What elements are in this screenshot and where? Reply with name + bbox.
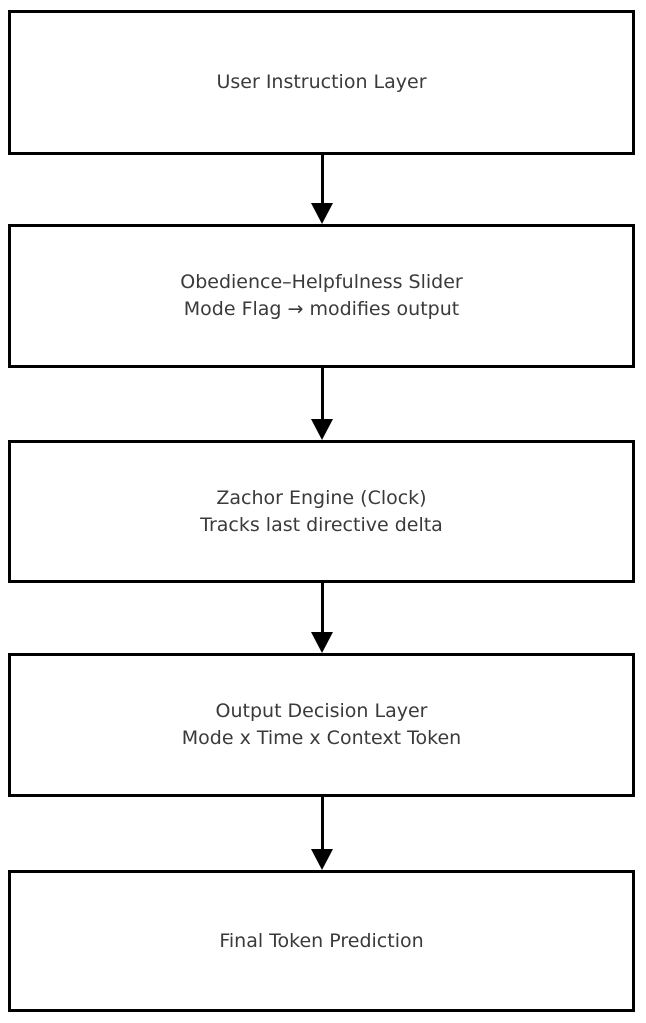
arrow-shaft [320, 368, 324, 419]
arrow-head [311, 632, 333, 653]
flow-arrow-down-icon [311, 155, 333, 224]
node-title: Final Token Prediction [219, 929, 424, 952]
flow-arrow-down-icon [311, 368, 333, 440]
arrow-head [311, 419, 333, 440]
node-title: Zachor Engine (Clock) [216, 486, 427, 509]
node-title: User Instruction Layer [216, 71, 427, 93]
node-subtitle: Tracks last directive delta [200, 513, 443, 536]
arrow-head [311, 203, 333, 224]
node-title: Obedience–Helpfulness Slider [180, 271, 463, 293]
node-final-token-prediction: Final Token Prediction [8, 870, 635, 1012]
node-obedience-helpfulness-slider: Obedience–Helpfulness Slider Mode Flag →… [8, 224, 635, 368]
node-title: Output Decision Layer [215, 700, 428, 722]
arrow-shaft [320, 797, 324, 849]
arrow-shaft [320, 583, 324, 632]
node-zachor-engine: Zachor Engine (Clock) Tracks last direct… [8, 440, 635, 583]
node-subtitle: Mode Flag → modifies output [183, 298, 460, 320]
node-output-decision-layer: Output Decision Layer Mode x Time x Cont… [8, 653, 635, 797]
flow-arrow-down-icon [311, 583, 333, 653]
flow-arrow-down-icon [311, 797, 333, 870]
node-subtitle: Mode x Time x Context Token [181, 727, 462, 749]
arrow-shaft [320, 155, 324, 203]
arrow-head [311, 849, 333, 870]
node-user-instruction-layer: User Instruction Layer [8, 10, 635, 155]
